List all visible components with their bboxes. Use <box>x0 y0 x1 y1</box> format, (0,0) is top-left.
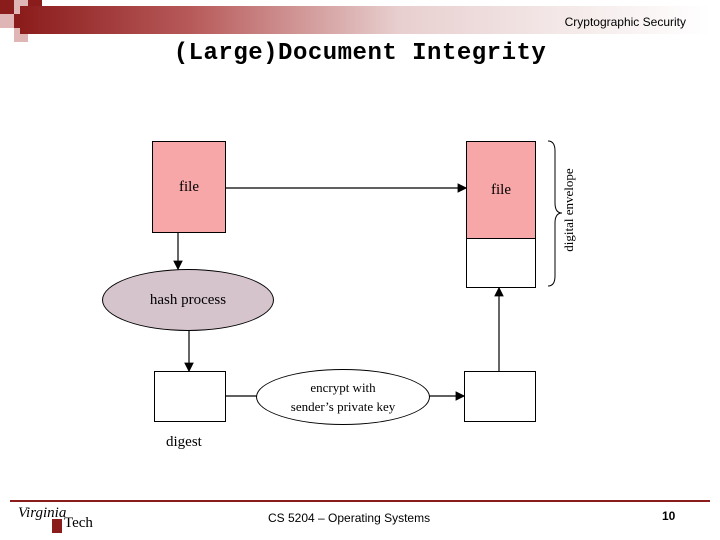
digest-label: digest <box>166 434 202 450</box>
encrypted-digest-box <box>464 371 536 422</box>
virginia-tech-logo: Virginia Tech <box>18 505 108 537</box>
course-title: Cryptographic Security <box>564 15 686 29</box>
envelope-signature-box <box>466 238 536 288</box>
slide-title: (Large)Document Integrity <box>173 40 547 67</box>
logo-text-virginia: Virginia <box>18 505 67 521</box>
digital-envelope-label: digital envelope <box>561 168 576 252</box>
course-name: CS 5204 – Operating Systems <box>268 511 431 525</box>
encrypt-label-line1: encrypt with <box>310 379 376 395</box>
envelope-file-label: file <box>491 181 511 198</box>
source-file-label: file <box>179 178 199 195</box>
envelope-file-box: file <box>466 141 536 239</box>
encrypt-node: encrypt with sender’s private key <box>256 369 430 425</box>
logo-text-tech: Tech <box>64 515 93 531</box>
decor-square <box>0 0 14 14</box>
digest-box <box>154 371 226 422</box>
hash-process-node: hash process <box>102 269 274 331</box>
decor-square <box>0 14 14 28</box>
header-band <box>20 6 710 34</box>
source-file-box: file <box>152 141 226 233</box>
encrypt-label-line2: sender’s private key <box>290 399 396 414</box>
envelope-brace <box>547 140 563 287</box>
logo-mark <box>52 519 62 533</box>
footer-rule <box>10 500 710 502</box>
hash-process-label: hash process <box>149 291 227 308</box>
page-number: 10 <box>662 509 676 523</box>
